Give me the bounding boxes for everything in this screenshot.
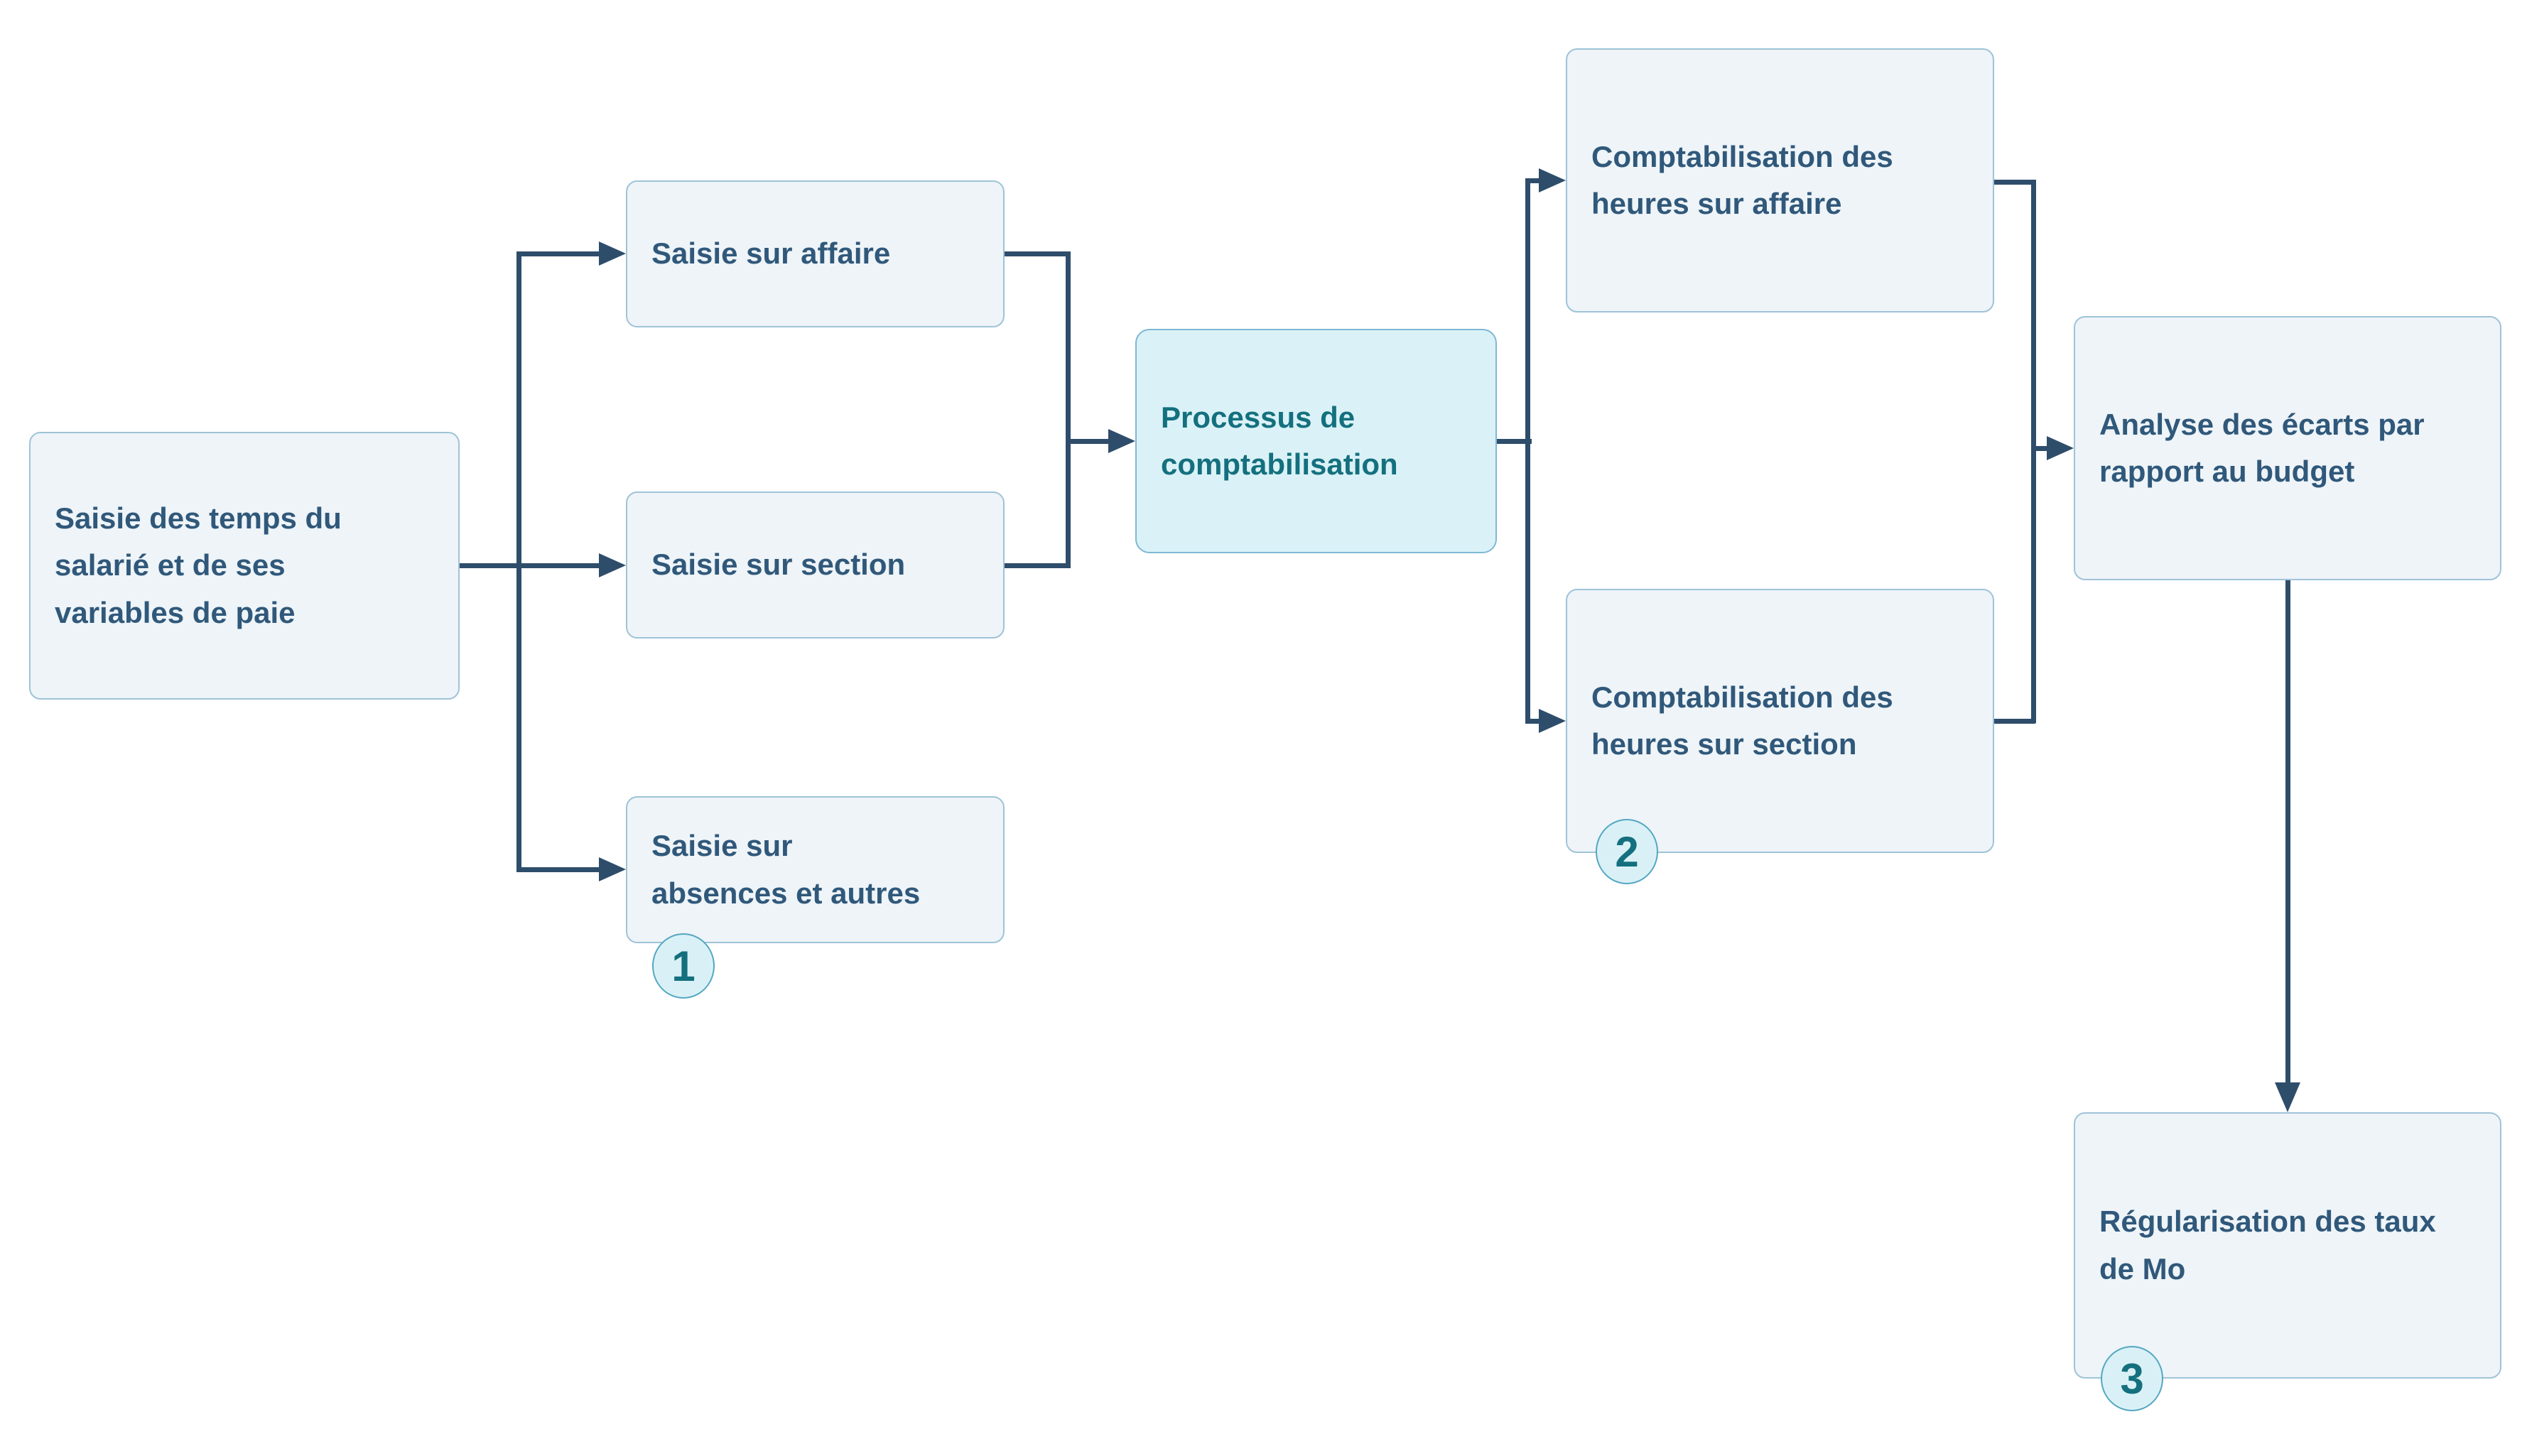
node-saisie-absences: Saisie sur absences et autres: [626, 796, 1005, 943]
node-saisie-affaire: Saisie sur affaire: [626, 180, 1005, 327]
arrowhead-icon: [599, 553, 626, 577]
connector-line: [1066, 439, 1108, 444]
arrowhead-icon: [1539, 709, 1566, 733]
connector-line: [460, 563, 599, 568]
node-saisie-temps: Saisie des temps du salarié et de ses va…: [29, 432, 460, 700]
node-compta-heures-section: Comptabilisation des heures sur section: [1566, 589, 1994, 853]
arrowhead-icon: [599, 241, 626, 266]
node-label: Comptabilisation des heures sur section: [1591, 680, 1893, 761]
connector-line: [1005, 251, 1070, 256]
node-analyse-ecarts: Analyse des écarts par rapport au budget: [2074, 316, 2501, 580]
connector-line: [1066, 251, 1071, 568]
node-regularisation-taux: Régularisation des taux de Mo: [2074, 1112, 2501, 1379]
connector-line: [1525, 178, 1543, 183]
node-saisie-section: Saisie sur section: [626, 491, 1005, 639]
connector-line: [516, 251, 599, 256]
connector-line: [1005, 563, 1070, 568]
connector-line: [516, 867, 599, 872]
step-badge-number: 2: [1615, 827, 1639, 876]
node-label: Régularisation des taux de Mo: [2099, 1205, 2436, 1286]
connector-line: [2285, 580, 2290, 1090]
step-badge-2: 2: [1596, 819, 1658, 884]
node-compta-heures-affaire: Comptabilisation des heures sur affaire: [1566, 48, 1994, 313]
connector-line: [1525, 719, 1543, 724]
step-badge-3: 3: [2101, 1346, 2163, 1411]
arrowhead-icon: [1108, 429, 1135, 453]
step-badge-number: 1: [671, 942, 696, 990]
connector-line: [1525, 178, 1530, 724]
node-processus-comptabilisation: Processus de comptabilisation: [1135, 329, 1497, 553]
connector-line: [1497, 439, 1532, 444]
connector-line: [1994, 180, 2035, 185]
node-label: Analyse des écarts par rapport au budget: [2099, 407, 2425, 488]
arrowhead-icon: [599, 857, 626, 881]
arrowhead-down-icon: [2275, 1082, 2300, 1112]
node-label: Comptabilisation des heures sur affaire: [1591, 139, 1893, 220]
connector-line: [2031, 180, 2036, 723]
step-badge-1: 1: [652, 933, 715, 999]
node-label: Saisie sur affaire: [651, 237, 891, 271]
step-badge-number: 3: [2120, 1354, 2144, 1403]
connector-line: [1994, 719, 2035, 724]
node-label: Processus de comptabilisation: [1161, 400, 1398, 481]
arrowhead-icon: [1539, 168, 1566, 192]
node-label: Saisie des temps du salarié et de ses va…: [55, 501, 342, 629]
node-label: Saisie sur absences et autres: [651, 829, 921, 910]
node-label: Saisie sur section: [651, 548, 906, 582]
connector-line: [2031, 446, 2051, 451]
connector-line: [516, 251, 521, 871]
arrowhead-icon: [2047, 436, 2074, 460]
